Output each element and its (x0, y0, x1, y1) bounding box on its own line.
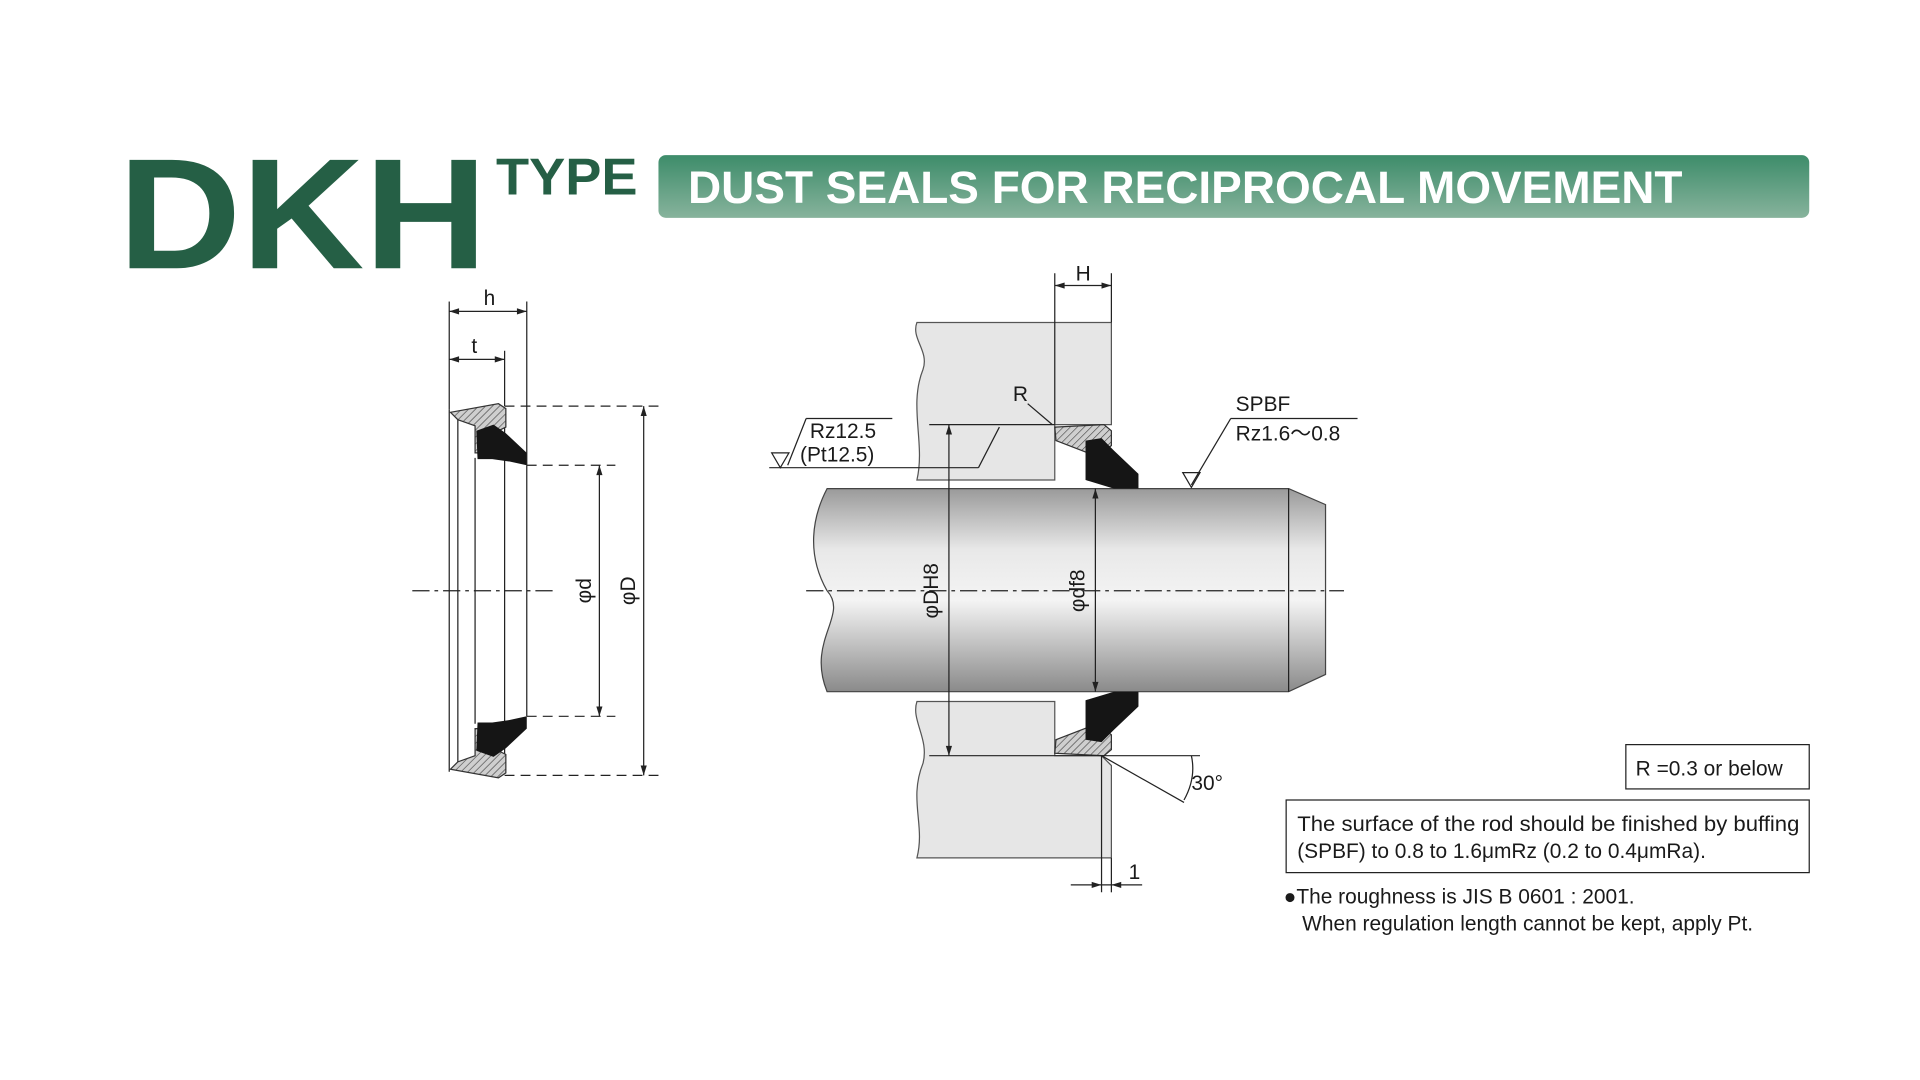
housing-roughness-rz: Rz12.5 (810, 420, 876, 443)
rod-roughness-label: Rz1.6～0.8 (1236, 423, 1341, 446)
dim-H-label: H (1076, 263, 1091, 286)
housing-lower (915, 700, 1112, 859)
dim-t-label: t (471, 335, 477, 358)
header: DKH TYPE DUST SEALS FOR RECIPROCAL MOVEM… (118, 126, 1810, 302)
banner-title: DUST SEALS FOR RECIPROCAL MOVEMENT (688, 162, 1683, 213)
housing-upper (915, 321, 1112, 481)
dim-D-label: φD (617, 576, 640, 605)
roughness-standard-note: ●The roughness is JIS B 0601 : 2001. (1284, 885, 1635, 908)
title-banner (658, 155, 1810, 218)
surface-note-line-1: The surface of the rod should be finishe… (1297, 813, 1799, 836)
surface-note-box (1285, 799, 1810, 874)
housing-roughness-pt: (Pt12.5) (800, 444, 874, 467)
notes: R =0.3 or below The surface of the rod s… (1284, 744, 1810, 935)
radius-note-box (1625, 744, 1810, 790)
seal-cross-section-drawing: h t φd φD (412, 287, 665, 779)
dim-d-label: φd (573, 578, 596, 603)
radius-note: R =0.3 or below (1636, 757, 1784, 780)
installation-drawing: H R φDH8 φdf8 Rz12.5 (Pt12.5) SPBF Rz1.6… (769, 263, 1358, 893)
dim-DH8-label: φDH8 (920, 563, 943, 618)
dim-h-label: h (484, 287, 496, 310)
dim-df8-label: φdf8 (1066, 569, 1089, 612)
surface-note-line-2: (SPBF) to 0.8 to 1.6μmRz (0.2 to 0.4μmRa… (1297, 840, 1706, 863)
dim-R-label: R (1013, 383, 1028, 406)
pt-application-note: When regulation length cannot be kept, a… (1302, 912, 1753, 935)
rod-finish-label: SPBF (1236, 393, 1291, 416)
model-name: DKH (118, 126, 487, 302)
chamfer-angle-label: 30° (1191, 772, 1223, 795)
type-label: TYPE (496, 147, 638, 205)
chamfer-length-label: 1 (1129, 861, 1141, 884)
rod (812, 488, 1327, 693)
